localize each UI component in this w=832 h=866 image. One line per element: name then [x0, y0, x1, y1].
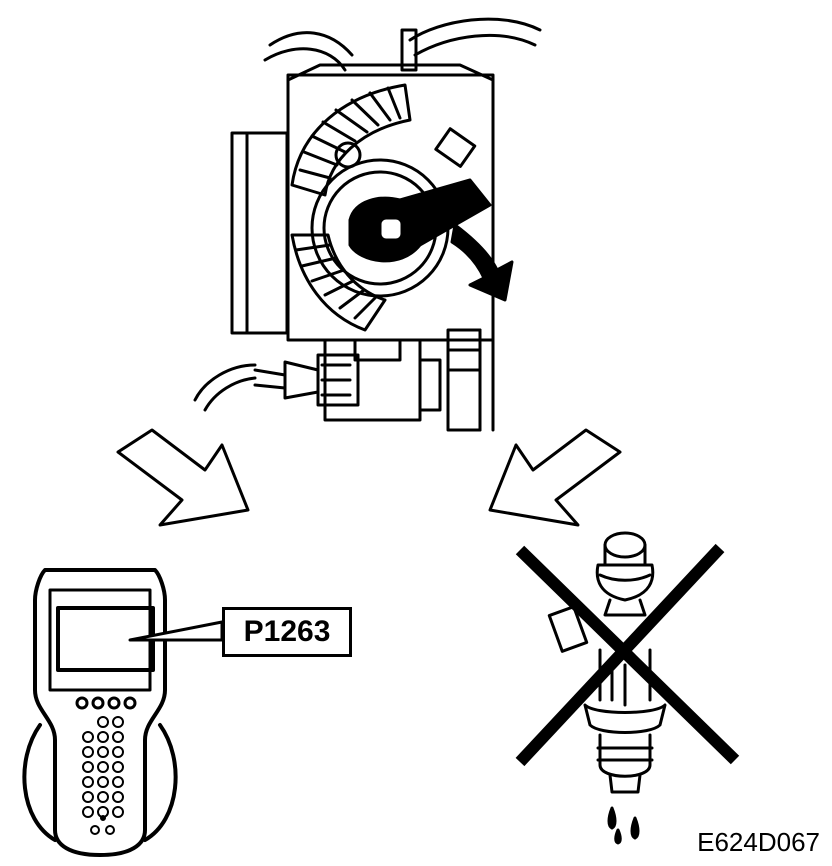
fuel-injector	[547, 531, 667, 845]
keypad	[82, 716, 124, 835]
trouble-code-label: P1263	[222, 607, 352, 657]
throttle-body	[193, 17, 542, 432]
left-arrow	[116, 428, 250, 527]
prohibited-x-icon	[515, 543, 740, 767]
right-arrow	[488, 428, 622, 527]
figure-id: E624D067	[697, 827, 820, 857]
scan-tool	[22, 568, 224, 857]
